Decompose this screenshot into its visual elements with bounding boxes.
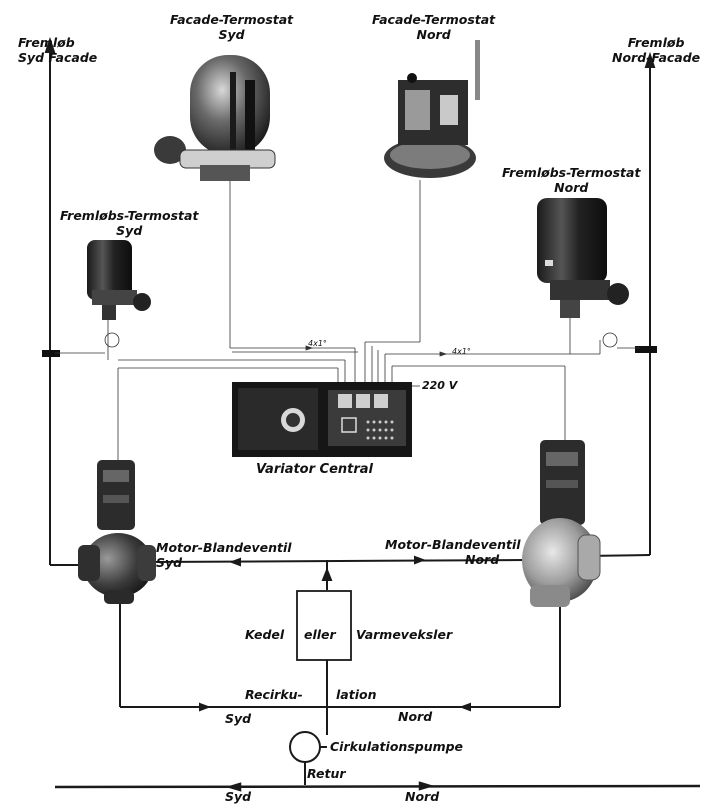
label-line: Fremløb <box>18 35 97 50</box>
label-fremlobs-termostat-syd: Fremløbs-Termostat Syd <box>60 208 198 238</box>
label-voltage: 220 V <box>422 378 457 393</box>
sensor-block-nord <box>635 346 657 353</box>
sensor-block-syd <box>42 350 60 357</box>
label-variator-central: Variator Central <box>256 462 373 477</box>
label-line: Nord <box>372 27 495 42</box>
label-facade-termostat-syd: Facade-Termostat Syd <box>170 12 293 42</box>
label-facade-termostat-nord: Facade-Termostat Nord <box>372 12 495 42</box>
label-pump: Cirkulationspumpe <box>330 739 463 754</box>
supply-line-nord <box>646 55 654 555</box>
facade-termostat-syd-device <box>154 55 275 181</box>
motor-blandeventil-nord-device <box>522 440 600 607</box>
label-line: Nord-Facade <box>612 50 700 65</box>
label-recirkulation-right: lation <box>336 687 376 702</box>
label-varmeveksler: Varmeveksler <box>356 627 452 642</box>
label-recirkulation-left: Recirku- <box>245 687 303 702</box>
label-line: Motor-Blandeventil <box>156 540 292 555</box>
label-line: Nord <box>502 180 640 195</box>
fremlobs-termostat-syd-device <box>87 240 151 320</box>
facade-termostat-nord-device <box>384 40 480 178</box>
label-line: Syd <box>170 27 293 42</box>
label-fremlob-nord-facade: Fremløb Nord-Facade <box>612 35 700 65</box>
label-motor-blandeventil-syd: Motor-Blandeventil Syd <box>156 540 292 570</box>
supply-line-syd <box>46 40 54 565</box>
label-line: Motor-Blandeventil <box>385 537 521 552</box>
label-bottom-nord: Nord <box>405 789 439 804</box>
kedel-box <box>297 591 351 660</box>
label-motor-blandeventil-nord: Motor-Blandeventil Nord <box>385 537 521 567</box>
label-line: Syd <box>156 555 292 570</box>
label-line: Fremløbs-Termostat <box>502 165 640 180</box>
label-recirk-nord: Nord <box>398 709 432 724</box>
label-bottom-syd: Syd <box>225 789 251 804</box>
label-line: Fremløbs-Termostat <box>60 208 198 223</box>
label-line: Nord <box>385 552 521 567</box>
label-line: Syd <box>60 223 198 238</box>
label-kedel: Kedel <box>245 627 284 642</box>
label-recirk-syd: Syd <box>225 711 251 726</box>
label-line: Facade-Termostat <box>170 12 293 27</box>
variator-central-device <box>232 382 412 457</box>
return-main-line <box>55 783 700 790</box>
label-fremlobs-termostat-nord: Fremløbs-Termostat Nord <box>502 165 640 195</box>
label-line: Facade-Termostat <box>372 12 495 27</box>
label-eller: eller <box>304 627 336 642</box>
label-line: Fremløb <box>612 35 700 50</box>
label-retur: Retur <box>307 766 346 781</box>
label-cable-right: 4x1° <box>452 344 471 359</box>
motor-blandeventil-syd-device <box>78 460 156 604</box>
label-fremlob-syd-facade: Fremløb Syd Facade <box>18 35 97 65</box>
label-cable-left: 4x1° <box>308 336 327 351</box>
fremlobs-termostat-nord-device <box>537 198 629 318</box>
label-line: Syd Facade <box>18 50 97 65</box>
